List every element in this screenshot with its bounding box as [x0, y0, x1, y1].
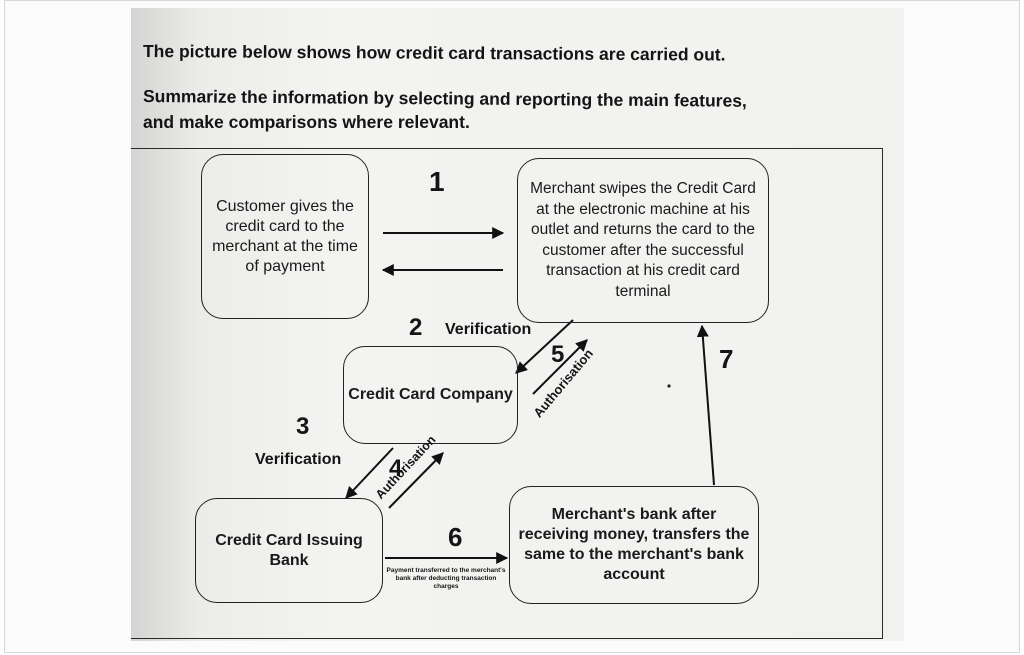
instruction-line-3: and make comparisons where relevant.	[143, 112, 470, 132]
step-7-number: 7	[719, 344, 734, 374]
arrow-merchant-to-company	[515, 319, 574, 374]
step-5-number: 5	[551, 341, 565, 368]
arrow-company-to-issuing	[345, 447, 394, 499]
step-3-label: Verification	[255, 451, 342, 468]
arrow-company-to-merchant	[532, 339, 588, 395]
customer-node: Customer gives the credit card to the me…	[201, 154, 369, 319]
merchant-node: Merchant swipes the Credit Card at the e…	[517, 158, 769, 323]
worksheet-photo: The picture below shows how credit card …	[131, 8, 904, 641]
step-6-label: Payment transferred to the merchant's ba…	[386, 567, 506, 590]
merchant-bank-node: Merchant's bank after receiving money, t…	[509, 486, 759, 604]
credit-card-company-node: Credit Card Company	[343, 346, 518, 444]
step-2-label: Verification	[445, 321, 532, 338]
step-3-number: 3	[296, 413, 310, 440]
step-4-number: 4	[389, 455, 403, 482]
arrow-merchantbank-to-merchant	[696, 324, 715, 486]
step-6-number: 6	[448, 522, 463, 552]
issuing-bank-node: Credit Card Issuing Bank	[195, 498, 383, 603]
step-1-number: 1	[429, 166, 445, 197]
screenshot-frame: The picture below shows how credit card …	[4, 0, 1020, 653]
arrow-issuing-to-company	[388, 452, 444, 509]
diagram-panel	[131, 148, 883, 639]
step-2-number: 2	[409, 314, 423, 341]
flow-arrows	[345, 227, 715, 564]
